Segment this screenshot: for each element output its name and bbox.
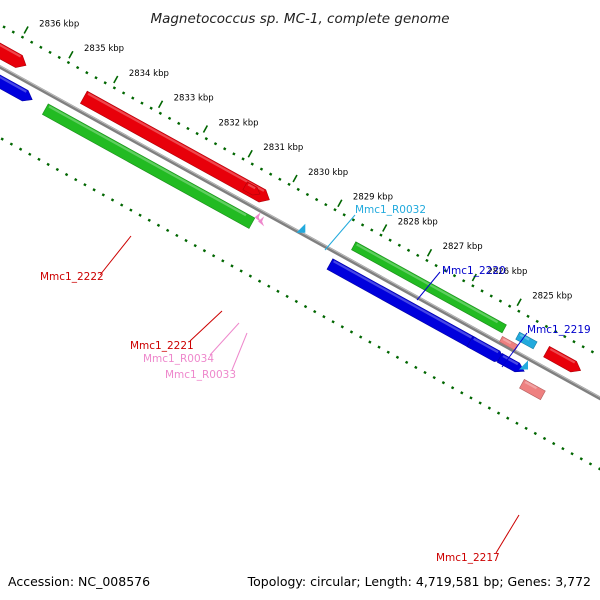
dotted-guide-lines: [0, 23, 600, 471]
gene-label-mmc1-r0033[interactable]: Mmc1_R0033: [165, 369, 236, 381]
cds-forward-arrow: [0, 42, 27, 68]
scale-tick-label: 2825 kbp: [532, 292, 572, 302]
rrna-bar-mmc1-2217-highlight: [524, 381, 538, 390]
cds-forward-arrow-mmc1-2221: [242, 181, 261, 196]
scale-tick-label: 2830 kbp: [308, 168, 348, 178]
backbone-line: [0, 64, 600, 401]
cds-reverse-arrow-mmc1-2219b-highlight: [502, 355, 519, 366]
feature-bar-mmc1-2220-highlight: [356, 243, 499, 324]
scale-tick-label: 2836 kbp: [39, 19, 79, 29]
gene-label-mmc1-2220[interactable]: Mmc1_2220: [442, 265, 506, 277]
gene-label-leader: [189, 310, 223, 342]
scale-tick: [426, 248, 433, 257]
cds-reverse-arrow: [0, 74, 33, 102]
scale-tick: [68, 50, 74, 59]
gene-label-leader: [99, 235, 132, 276]
cds-forward-arrow-mmc1-2221-highlight: [247, 183, 256, 190]
accession-text: Accession: NC_008576: [8, 574, 150, 589]
scale-tick-label: 2828 kbp: [398, 217, 438, 227]
rrna-bar-mmc1-2217: [519, 378, 546, 401]
cds-forward-arrow: [543, 345, 582, 373]
scale-tick: [157, 100, 164, 109]
scale-tick-label: 2832 kbp: [218, 118, 258, 128]
cds-reverse-arrow-highlight: [0, 75, 27, 93]
rrna-bar: [499, 335, 519, 351]
gene-label-leader: [416, 271, 441, 301]
rrna-bar-highlight: [502, 338, 512, 345]
gene-labels: Mmc1_2222Mmc1_2221Mmc1_R0034Mmc1_R0033Mm…: [40, 204, 591, 564]
scale-tick: [292, 174, 298, 183]
trna-bar-mmc1-2219: [515, 331, 538, 350]
gene-label-mmc1-r0032[interactable]: Mmc1_R0032: [355, 204, 426, 216]
gene-label-mmc1-r0034[interactable]: Mmc1_R0034: [143, 353, 214, 365]
gene-label-leader: [324, 214, 356, 251]
scale-ticks: 2836 kbp 2835 kbp 2834 kbp 2833 kbp 2832 kbp…: [23, 19, 572, 307]
trna-marker: [519, 360, 528, 370]
feature-bar-mmc1-2222-highlight: [48, 105, 247, 217]
cds-reverse-arrow-mmc1-2220-highlight: [333, 260, 476, 341]
cds-reverse-arrow-mmc1-2219: [466, 335, 505, 362]
cds-forward-arrow-mmc1-2222-highlight: [87, 92, 265, 192]
gene-label-leader: [231, 332, 248, 371]
feature-bar-mmc1-2220: [351, 241, 507, 334]
scale-tick: [471, 273, 477, 282]
scale-tick-label: 2833 kbp: [174, 94, 214, 104]
gene-label-mmc1-2222[interactable]: Mmc1_2222: [40, 271, 104, 283]
scale-tick-label: 2831 kbp: [263, 143, 303, 153]
scale-tick: [382, 224, 388, 232]
gene-label-mmc1-2217[interactable]: Mmc1_2217: [436, 552, 500, 564]
scale-tick-label: 2829 kbp: [353, 193, 393, 203]
scale-tick-label: 2835 kbp: [84, 44, 124, 54]
trna-marker-mmc1-r0032: [296, 223, 306, 233]
feature-bar-mmc1-2222: [41, 103, 256, 229]
scale-tick-label: 2827 kbp: [443, 242, 483, 252]
misc-rna-marker-mmc1-r0033: [258, 216, 265, 227]
cds-reverse-arrow-mmc1-2219-highlight: [473, 337, 499, 354]
scale-tick-label: 2834 kbp: [129, 69, 169, 79]
scale-tick: [202, 125, 209, 133]
gene-label-leader: [209, 322, 240, 356]
scale-tick: [113, 75, 119, 84]
map-title: Magnetococcus sp. MC-1, complete genome: [150, 11, 449, 27]
feature-tracks: [0, 42, 582, 401]
backbone-highlight: [0, 65, 600, 398]
genome-backbone: [0, 64, 600, 401]
scale-tick: [516, 298, 522, 307]
scale-tick: [23, 26, 29, 34]
scale-tick-label: 2826 kbp: [487, 267, 527, 277]
scale-tick: [247, 149, 253, 158]
cds-forward-arrow-highlight: [0, 43, 22, 58]
gene-label-mmc1-2221[interactable]: Mmc1_2221: [130, 340, 194, 352]
cds-reverse-arrow-mmc1-2219b: [496, 352, 525, 373]
gene-label-leader: [501, 332, 528, 368]
genome-summary-text: Topology: circular; Length: 4,719,581 bp…: [247, 574, 591, 589]
gene-label-mmc1-2219[interactable]: Mmc1_2219: [527, 324, 591, 336]
gene-label-leader: [495, 514, 520, 554]
cds-forward-arrow-highlight: [549, 348, 576, 364]
trna-bar-mmc1-2219-highlight: [519, 333, 530, 341]
misc-rna-marker-mmc1-r0034: [254, 212, 261, 223]
cds-forward-arrow-mmc1-2222: [79, 90, 270, 203]
scale-tick: [337, 199, 343, 208]
